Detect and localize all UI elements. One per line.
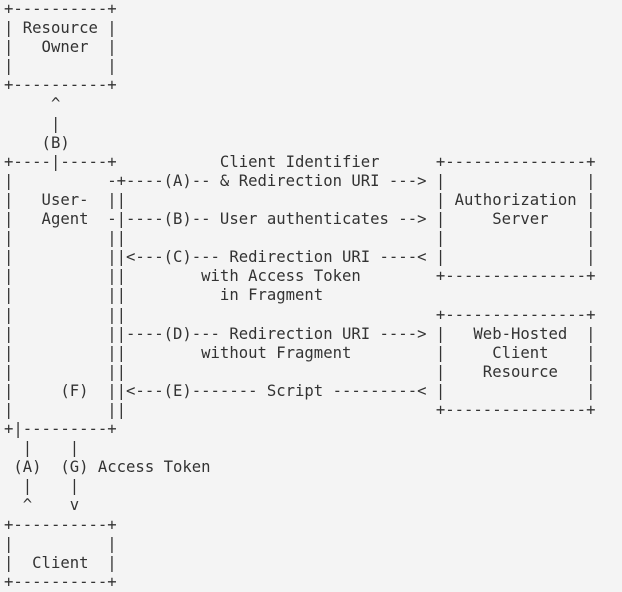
ascii-diagram-canvas: +----------+ | Resource | | Owner | | | … [4,0,596,591]
implicit-grant-flow-ascii-art: +----------+ | Resource | | Owner | | | … [4,0,596,591]
